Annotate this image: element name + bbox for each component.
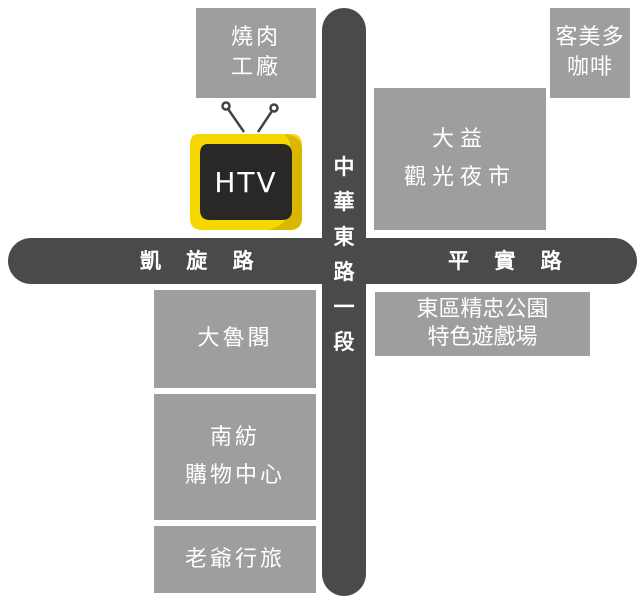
place-name: 老爺行旅 [184,546,285,572]
road-label-zhonghua-east: 中 華 東 路 一 段 [322,150,366,360]
place-name: 購物中心 [184,463,285,488]
tv-icon: HTV [190,101,302,230]
road-label-pingshi: 平 實 路 [448,249,571,273]
road-char: 東 [333,225,355,249]
place-name: 南紡 [209,425,260,450]
place-hotel-royal: 老爺行旅 [154,526,316,593]
place-nanfang-mall: 南紡 購物中心 [154,394,316,520]
place-komeda: 客美多 咖啡 [550,8,630,98]
place-name: 觀光夜市 [403,165,516,190]
place-name: 工廠 [230,55,281,80]
road-zhonghua-east: 中 華 東 路 一 段 [322,8,366,596]
place-name: 東區精忠公園 [416,297,549,322]
road-char: 華 [333,190,355,214]
place-dayi-night-market: 大益 觀光夜市 [374,88,546,230]
road-char: 中 [333,155,355,179]
tv-logo-text: HTV [214,166,277,199]
road-char: 段 [333,330,355,354]
place-name: 燒肉 [230,25,281,50]
place-name: 咖啡 [566,55,613,80]
place-name: 大魯閣 [197,326,273,351]
place-taroko: 大魯閣 [154,290,316,388]
place-name: 大益 [431,127,488,152]
place-park: 東區精忠公園 特色遊戲場 [375,292,590,356]
place-name: 客美多 [555,25,625,50]
road-char: 路 [333,260,355,284]
road-char: 一 [333,295,355,319]
place-yakiniku: 燒肉 工廠 [196,8,316,98]
place-name: 特色遊戲場 [427,325,538,350]
road-label-kaixuan: 凱 旋 路 [140,249,263,273]
